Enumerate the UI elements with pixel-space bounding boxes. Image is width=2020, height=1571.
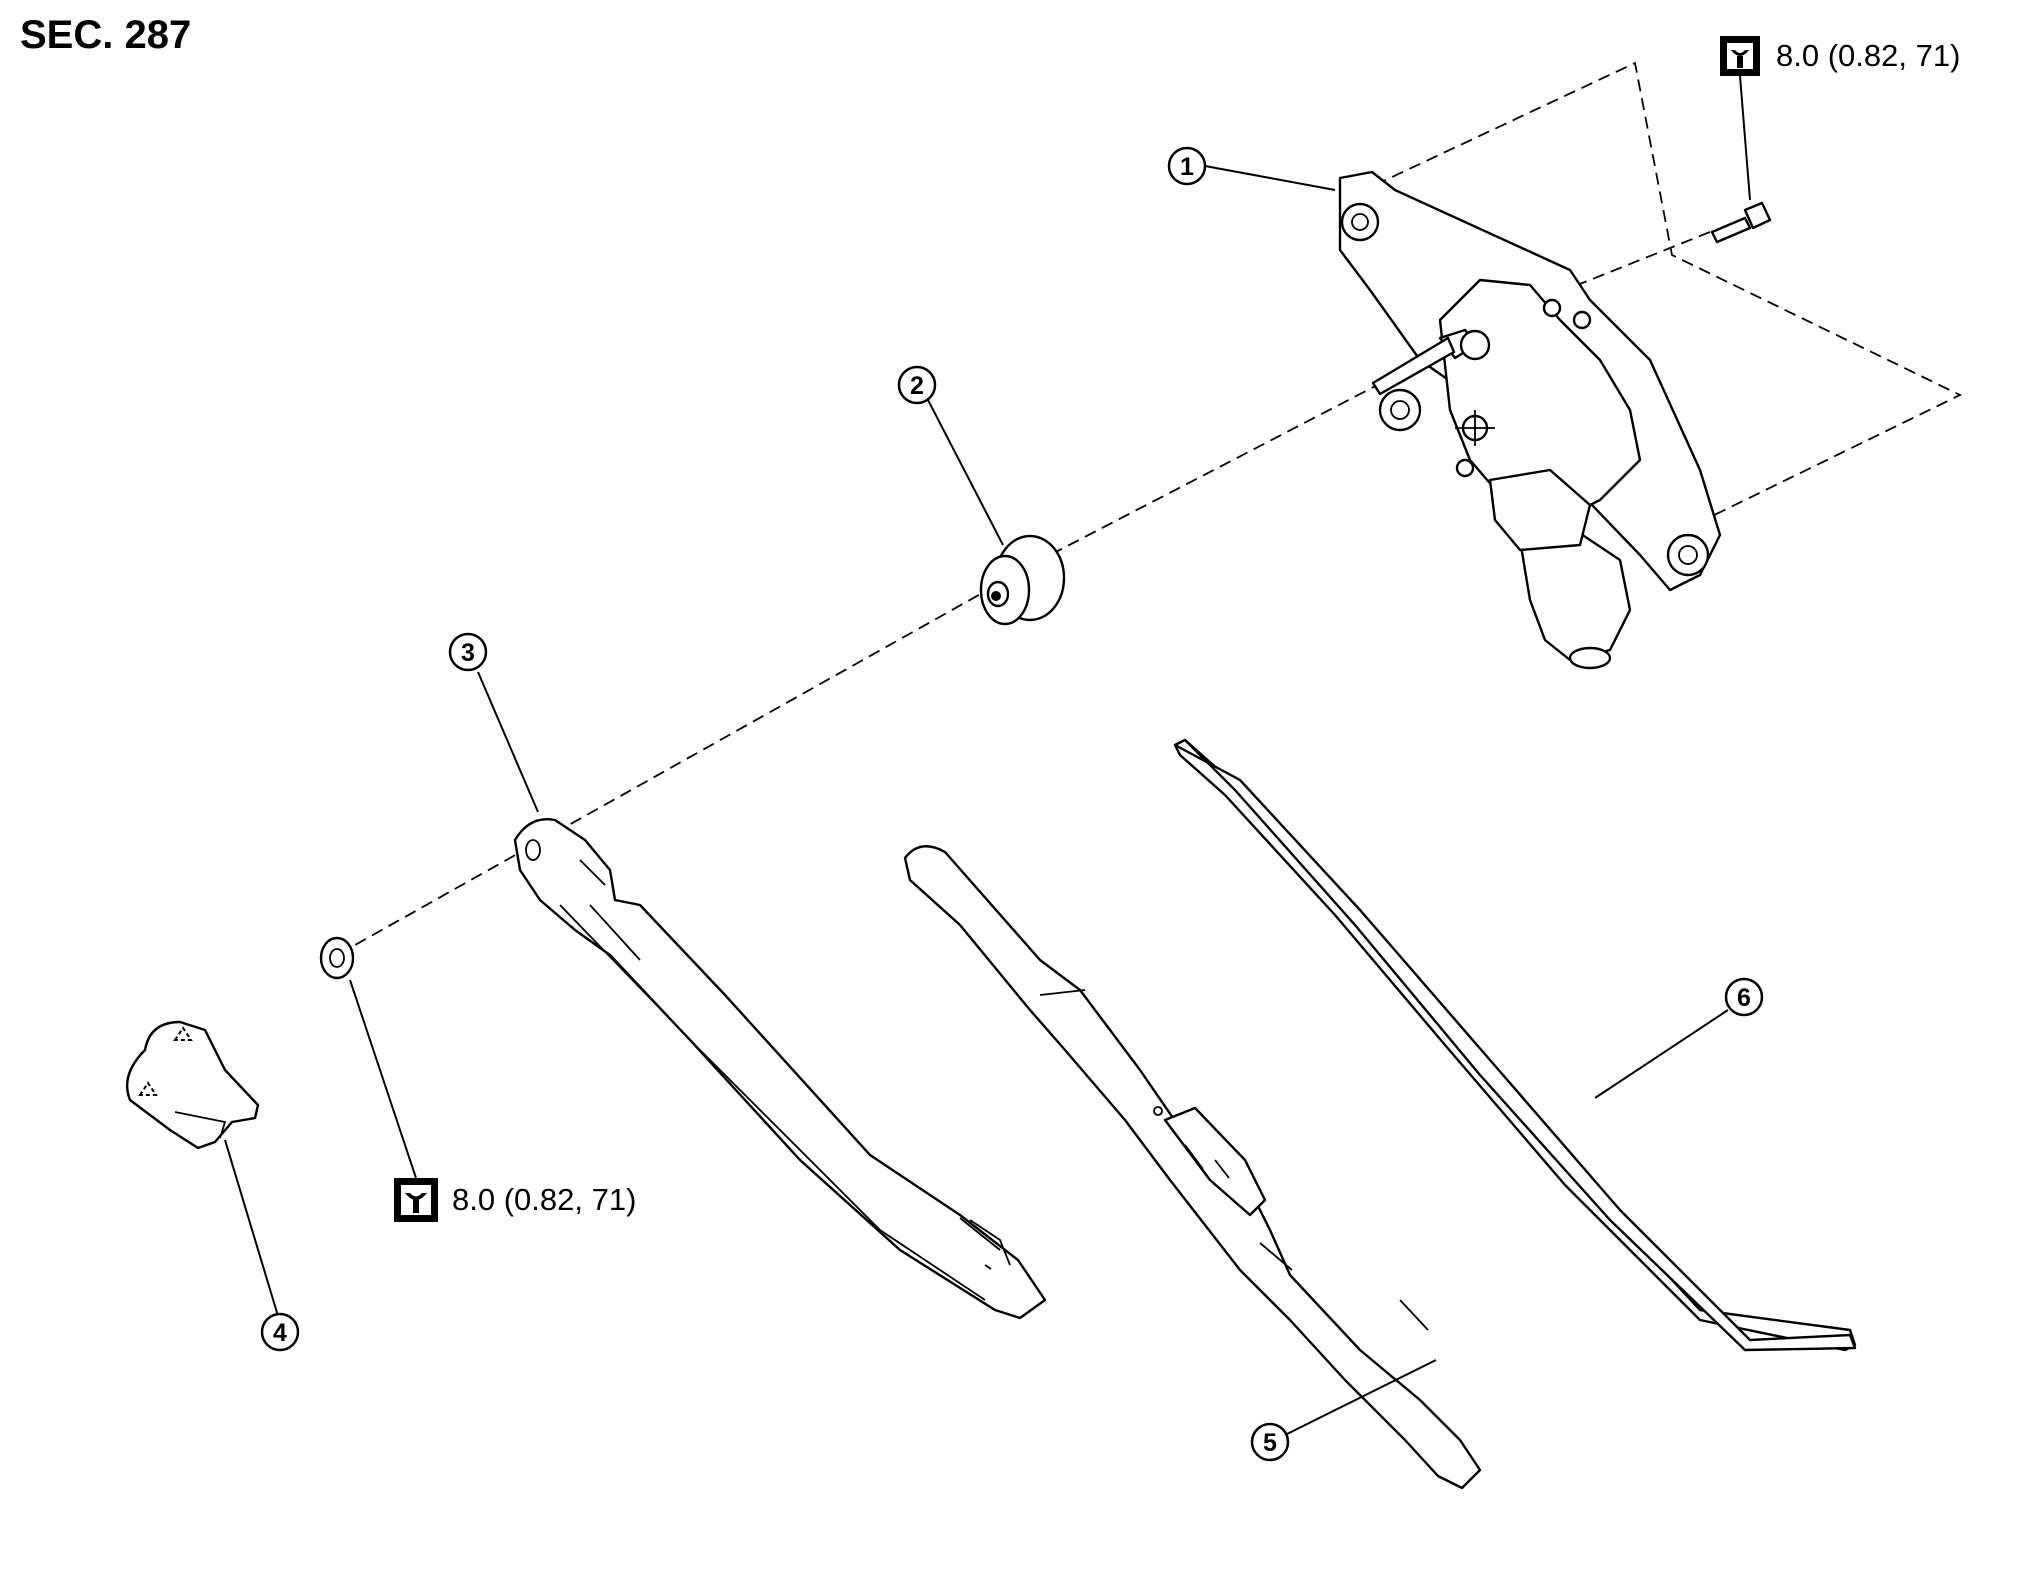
callout-2: 2 — [897, 365, 937, 405]
wiper-blade — [903, 845, 1482, 1490]
torque-wrench-icon — [394, 1178, 438, 1222]
callout-1: 1 — [1167, 146, 1207, 186]
svg-text:5: 5 — [1263, 1429, 1277, 1457]
svg-text:6: 6 — [1737, 984, 1751, 1012]
torque-value-motor-bolt: 8.0 (0.82, 71) — [1776, 38, 1960, 73]
torque-spec-arm-nut: 8.0 (0.82, 71) — [394, 1178, 636, 1222]
motor-mount-bolt — [1710, 201, 1772, 244]
svg-text:4: 4 — [273, 1319, 287, 1347]
callout-4: 4 — [260, 1312, 300, 1352]
torque-leader-arm-nut — [349, 979, 417, 1179]
section-title: SEC. 287 — [20, 13, 191, 57]
torque-spec-motor-bolt: 8.0 (0.82, 71) — [1720, 36, 1960, 76]
torque-leader-motor-bolt — [1739, 75, 1751, 201]
assembly-dashed-lines — [354, 61, 1963, 946]
wiper-motor-assembly — [1338, 170, 1722, 670]
callout-5: 5 — [1250, 1422, 1290, 1462]
wiper-blade-refill — [1173, 738, 1857, 1352]
wiper-arm — [513, 818, 1047, 1320]
arm-nut — [319, 936, 355, 980]
torque-wrench-icon — [1720, 36, 1760, 76]
svg-text:1: 1 — [1180, 153, 1194, 181]
svg-text:3: 3 — [461, 639, 475, 667]
torque-value-arm-nut: 8.0 (0.82, 71) — [452, 1182, 636, 1217]
callout-leaders — [224, 165, 1729, 1435]
svg-text:2: 2 — [910, 372, 924, 400]
callout-6: 6 — [1724, 977, 1764, 1017]
wiper-arm-cap — [125, 1020, 260, 1150]
callout-3: 3 — [448, 632, 488, 672]
pivot-grommet — [979, 534, 1066, 626]
